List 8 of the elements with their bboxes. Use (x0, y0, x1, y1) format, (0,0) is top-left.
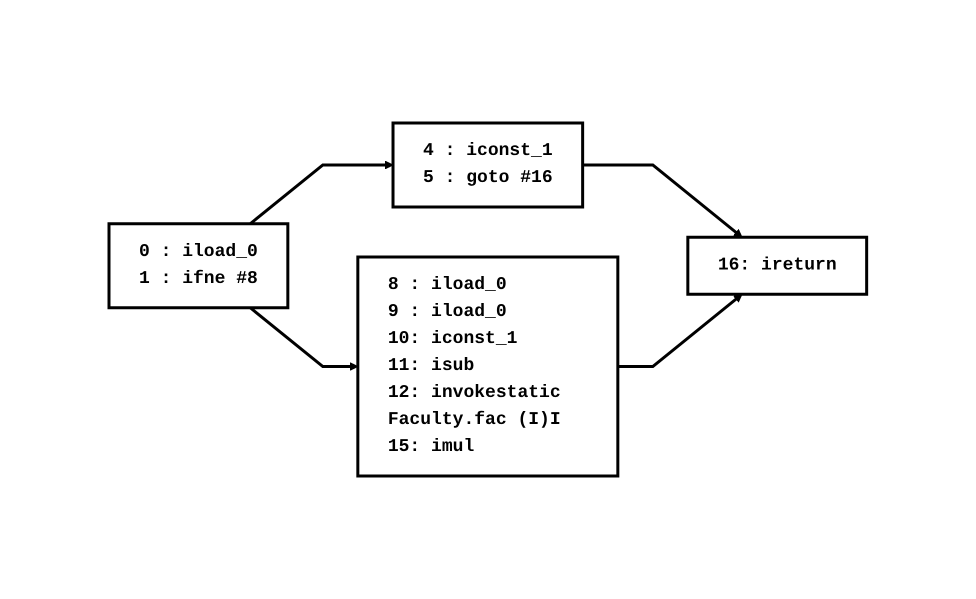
arrow (250, 306, 358, 371)
arrow (618, 294, 743, 368)
node-box: 16: ireturn (686, 236, 868, 296)
arrow (250, 160, 394, 225)
node-box: 0 : iload_0 1 : ifne #8 (108, 222, 290, 310)
arrow (582, 164, 743, 238)
node-box: 8 : iload_0 9 : iload_0 10: iconst_1 11: isub 12: invokestatic Faculty.fac (I)I 15: imul (356, 256, 620, 478)
node-box: 4 : iconst_1 5 : goto #16 (392, 122, 584, 208)
